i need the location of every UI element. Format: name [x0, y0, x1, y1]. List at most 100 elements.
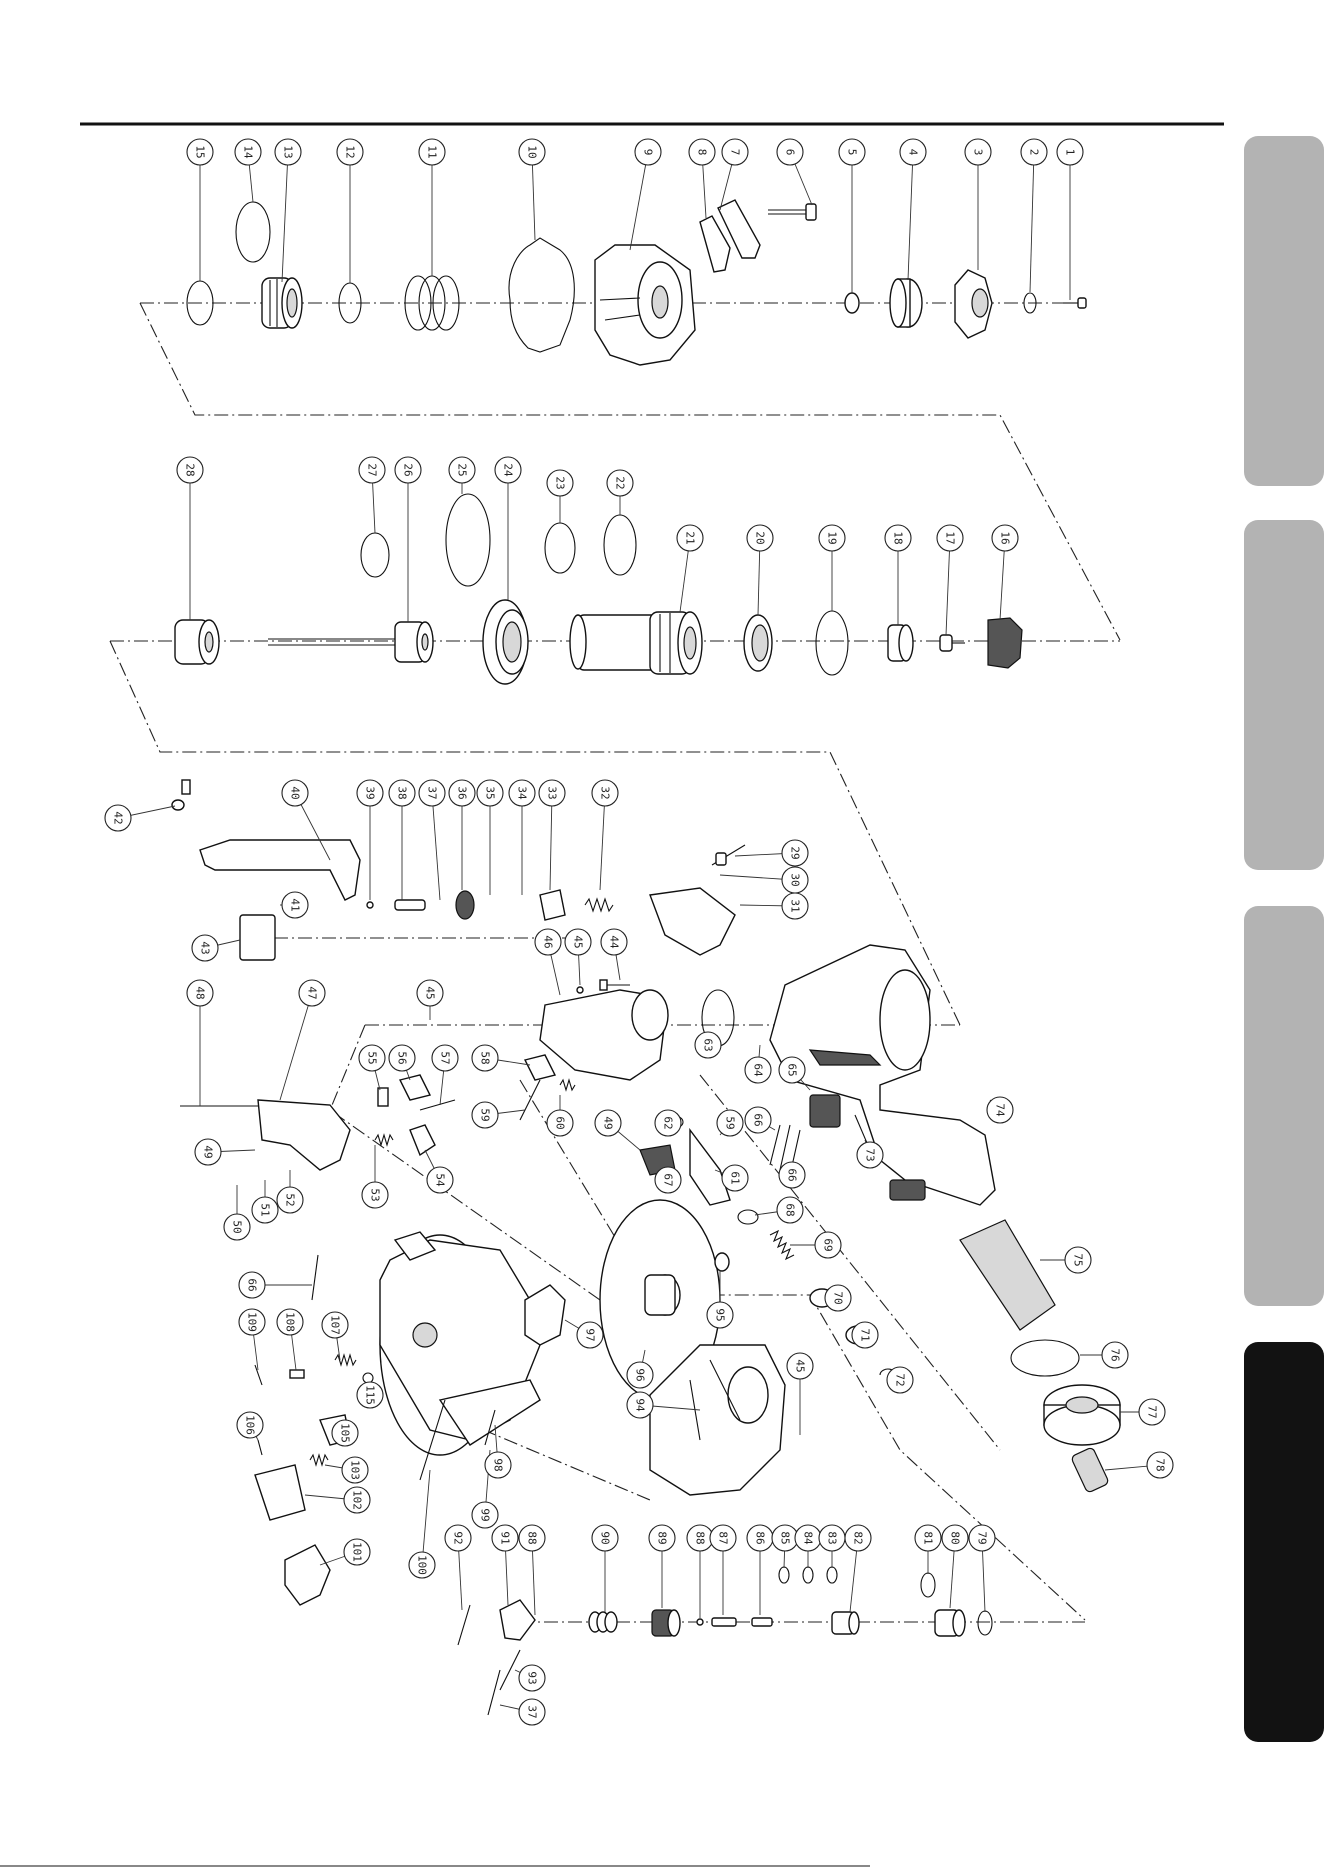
callout-70: 70: [824, 1284, 852, 1312]
callout-circle: [564, 928, 592, 956]
callout-number: 11: [426, 145, 439, 158]
callout-circle: [238, 1271, 266, 1299]
callout-11: 11: [418, 138, 446, 166]
callout-circle: [476, 779, 504, 807]
callout-number: 86: [754, 1531, 767, 1544]
callout-40: 40: [281, 779, 309, 807]
callout-67: 67: [654, 1166, 682, 1194]
callout-92: 92: [444, 1524, 472, 1552]
callout-46: 46: [534, 928, 562, 956]
callout-number: 17: [944, 531, 957, 544]
callout-circle: [694, 1031, 722, 1059]
callout-84: 84: [794, 1524, 822, 1552]
side-tab-1[interactable]: [1244, 136, 1324, 486]
callout-number: 12: [344, 145, 357, 158]
part-16: [987, 617, 1023, 669]
part-47-bracket: [257, 1099, 351, 1171]
part-32-spring: [584, 897, 614, 913]
callout-circle: [416, 979, 444, 1007]
side-tab-2[interactable]: [1244, 520, 1324, 870]
callout-number: 100: [416, 1555, 429, 1575]
callout-number: 79: [976, 1531, 989, 1544]
part-27-o-ring: [360, 532, 390, 578]
callout-43: 43: [191, 934, 219, 962]
callout-circle: [1146, 1451, 1174, 1479]
callout-59: 59: [716, 1109, 744, 1137]
callout-circle: [448, 779, 476, 807]
callout-number: 82: [852, 1531, 865, 1544]
callout-circle: [444, 1524, 472, 1552]
callout-number: 26: [402, 463, 415, 476]
callout-circle: [276, 1186, 304, 1214]
callout-69: 69: [814, 1231, 842, 1259]
callout-45: 45: [564, 928, 592, 956]
callout-number: 81: [922, 1531, 935, 1544]
callout-number: 67: [662, 1173, 675, 1186]
callout-22: 22: [606, 469, 634, 497]
callout-number: 32: [599, 786, 612, 799]
part-54: [409, 1124, 436, 1157]
callout-circle: [600, 928, 628, 956]
part-53-spring: [374, 1133, 394, 1147]
callout-circle: [388, 1044, 416, 1072]
callout-circle: [778, 1056, 806, 1084]
callout-number: 49: [202, 1145, 215, 1158]
callout-24: 24: [494, 456, 522, 484]
callout-16: 16: [991, 524, 1019, 552]
callout-52: 52: [276, 1186, 304, 1214]
callout-76: 76: [1101, 1341, 1129, 1369]
callout-number: 74: [994, 1103, 1007, 1117]
callout-number: 13: [282, 145, 295, 158]
middle-parts: [171, 779, 1121, 1493]
leader-line: [599, 792, 606, 891]
callout-circle: [508, 779, 536, 807]
callout-number: 47: [306, 986, 319, 999]
callout-circle: [356, 779, 384, 807]
callout-number: 63: [702, 1038, 715, 1051]
side-tab-3[interactable]: [1244, 906, 1324, 1306]
callout-64: 64: [744, 1056, 772, 1084]
callout-circle: [824, 1284, 852, 1312]
part-25-o-ring: [445, 493, 491, 587]
callout-circle: [688, 138, 716, 166]
callout-79: 79: [968, 1524, 996, 1552]
callout-1: 1: [1056, 138, 1084, 166]
part-75-sleeve: [959, 1219, 1056, 1331]
callout-13: 13: [274, 138, 302, 166]
callout-85: 85: [771, 1524, 799, 1552]
callout-number: 80: [949, 1531, 962, 1544]
callout-circle: [936, 524, 964, 552]
callout-number: 88: [694, 1531, 707, 1544]
callout-37: 37: [418, 779, 446, 807]
part-24-gear-ring: [482, 599, 529, 685]
part-2-washer: [1023, 292, 1037, 314]
part-90-spring: [588, 1611, 618, 1633]
callout-number: 48: [194, 986, 207, 999]
callout-circle: [786, 1352, 814, 1380]
callout-circle: [851, 1321, 879, 1349]
callout-circle: [186, 138, 214, 166]
part-80: [934, 1609, 966, 1637]
leader-line: [629, 151, 649, 251]
callout-51: 51: [251, 1196, 279, 1224]
callout-circle: [546, 1109, 574, 1137]
part-3-cap: [954, 269, 993, 339]
callout-108: 108: [276, 1308, 304, 1336]
part-33: [539, 889, 566, 921]
callout-number: 3: [972, 149, 985, 156]
callout-number: 70: [832, 1291, 845, 1304]
part-76-o-ring: [1010, 1339, 1080, 1377]
callout-circle: [626, 1391, 654, 1419]
callout-number: 88: [526, 1531, 539, 1544]
callout-circle: [706, 1301, 734, 1329]
callout-number: 53: [369, 1188, 382, 1201]
part-8: [699, 215, 731, 273]
callout-number: 22: [614, 476, 627, 489]
part-69-spring: [769, 1229, 795, 1261]
callout-circle: [336, 138, 364, 166]
part-56: [398, 1074, 432, 1101]
side-tab-4-active[interactable]: [1244, 1342, 1324, 1742]
callout-number: 9: [642, 149, 655, 156]
callout-75: 75: [1064, 1246, 1092, 1274]
callout-circle: [394, 456, 422, 484]
